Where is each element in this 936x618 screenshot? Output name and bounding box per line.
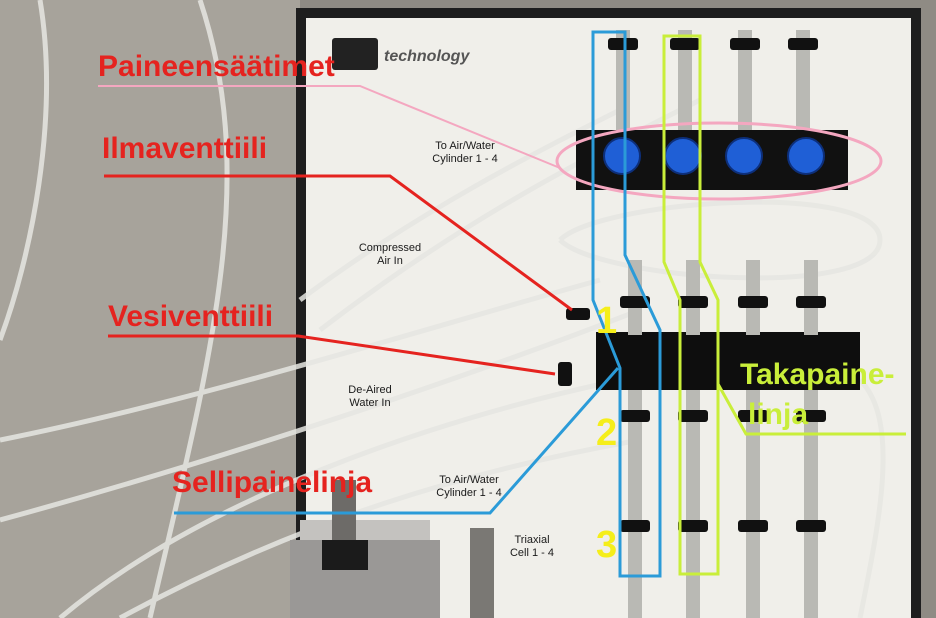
label-number-2: 2 bbox=[596, 412, 618, 454]
pressure-regulator-ellipse bbox=[555, 121, 883, 201]
label-number-3: 3 bbox=[596, 524, 618, 566]
valve-columns bbox=[558, 30, 826, 618]
cell-pressure-line-outline bbox=[591, 30, 662, 578]
manifold-block bbox=[596, 332, 860, 390]
panel-label-line: To Air/Water bbox=[435, 140, 495, 152]
air-valve-pointer bbox=[104, 174, 573, 312]
panel-label-line: Cylinder 1 - 4 bbox=[432, 153, 498, 165]
panel-label-line: De-Aired bbox=[348, 384, 392, 396]
back-pressure-line-pointer bbox=[716, 383, 906, 436]
panel-label-line: Air In bbox=[377, 255, 403, 267]
panel-label-triaxial-cell: Triaxial Cell 1 - 4 bbox=[496, 534, 568, 560]
label-number-1: 1 bbox=[596, 300, 618, 342]
water-valve-pointer bbox=[108, 334, 556, 376]
annotation-overlays bbox=[98, 30, 906, 578]
triaxial-cell-equipment bbox=[290, 480, 494, 618]
panel-label-line: Cylinder 1 - 4 bbox=[436, 487, 502, 499]
panel-label-compressed-air: Compressed Air In bbox=[350, 242, 430, 268]
panel-label-line: Compressed bbox=[358, 242, 422, 254]
panel-label-line: Triaxial bbox=[514, 534, 550, 546]
panel-label-to-cylinder: To Air/Water Cylinder 1 - 4 bbox=[420, 140, 510, 166]
panel-label-line: Cell 1 - 4 bbox=[509, 547, 555, 559]
regulator-knobs bbox=[603, 137, 825, 175]
panel-label-line: Water In bbox=[349, 397, 391, 409]
panel-label-to-cylinder-b: To Air/Water Cylinder 1 - 4 bbox=[424, 474, 514, 500]
label-air-valve: Ilmaventtiili bbox=[102, 132, 268, 165]
label-pressure-regulators: Paineensäätimet bbox=[98, 50, 335, 83]
label-water-valve: Vesiventtiili bbox=[108, 300, 274, 333]
panel-logo-text: technology bbox=[384, 48, 470, 65]
panel-label-line: To Air/Water bbox=[439, 474, 499, 486]
label-back-pressure-line-2: linja bbox=[748, 398, 809, 431]
cell-pressure-line-pointer bbox=[174, 367, 620, 515]
label-cell-pressure-line: Sellipainelinja bbox=[172, 466, 373, 499]
panel-label-deaired-water: De-Aired Water In bbox=[330, 384, 410, 410]
logo-badge bbox=[332, 38, 378, 70]
label-back-pressure-line-1: Takapaine- bbox=[740, 358, 895, 391]
back-pressure-line-outline bbox=[662, 34, 720, 576]
pressure-regulator-pointer bbox=[98, 85, 561, 169]
